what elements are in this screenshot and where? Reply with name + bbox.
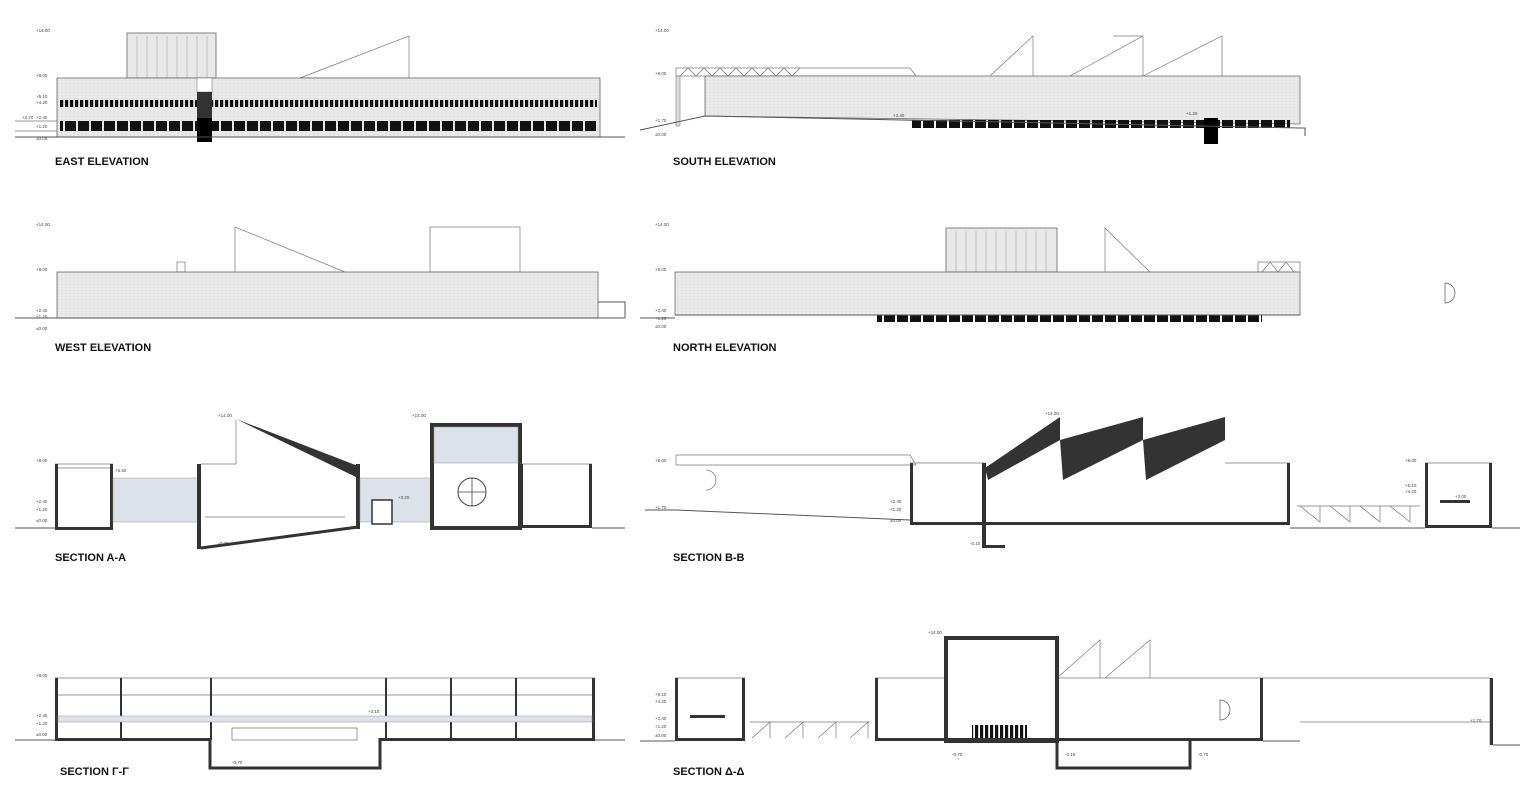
level-label: +8.00 (655, 267, 667, 272)
level-label: +14.00 (36, 28, 50, 33)
level-label: ±0.00 (36, 326, 48, 331)
north-elevation: +14.00 +8.00 +2.40 +1.20 ±0.00 NORTH ELE… (640, 222, 1456, 354)
panel-title: SOUTH ELEVATION (673, 156, 776, 168)
level-label: +14.00 (655, 222, 669, 227)
level-label: +14.00 (655, 28, 669, 33)
level-label: +3.20 (398, 495, 410, 500)
level-label: +2.40 (890, 499, 902, 504)
level-label: +2.40 (36, 499, 48, 504)
level-label: +1.20 (36, 721, 48, 726)
section-a-a: +8.00 +5.50 +2.40 +1.20 ±0.00 +14.00 +14… (15, 413, 625, 564)
level-label: ±0.00 (655, 733, 667, 738)
level-label: -0.70 (232, 760, 243, 765)
level-markers: +14.00 +8.00 +5.10 +4.20 +2.70 +2.40 +1.… (22, 28, 50, 141)
level-label: +8.00 (36, 458, 48, 463)
level-label: +1.70 (655, 505, 667, 510)
level-label: +1.20 (655, 316, 667, 321)
level-label: +1.70 (655, 118, 667, 123)
level-label: +2.70 (22, 115, 34, 120)
level-label: +4.20 (36, 100, 48, 105)
level-label: +3.10 (368, 709, 380, 714)
level-label: +8.00 (36, 267, 48, 272)
level-label: -0.70 (1198, 752, 1209, 757)
level-markers: +14.00 +8.00 +2.40 +1.20 ±0.00 (36, 222, 50, 331)
level-label: +14.00 (928, 630, 942, 635)
level-label: +1.70 (1470, 718, 1482, 723)
level-label: ±0.00 (890, 518, 902, 523)
section-b-b: +8.00 +1.70 +2.40 +1.20 ±0.00 +14.00 -0.… (645, 411, 1520, 564)
level-label: +4.20 (1405, 489, 1417, 494)
level-label: +2.40 (893, 113, 905, 118)
level-markers: +14.00 +8.00 +1.70 ±0.00 +2.40 +1.20 (655, 28, 1198, 137)
level-label: +14.00 (1045, 411, 1059, 416)
panel-title: EAST ELEVATION (55, 156, 149, 168)
level-label: ±0.00 (655, 324, 667, 329)
level-markers: +5.10 +4.20 +2.40 +1.20 ±0.00 +14.00 -0.… (655, 630, 1482, 757)
south-elevation: +14.00 +8.00 +1.70 ±0.00 +2.40 +1.20 SOU… (639, 28, 1306, 168)
west-elevation: +14.00 +8.00 +2.40 +1.20 ±0.00 WEST ELEV… (15, 222, 626, 354)
level-label: +14.00 (36, 222, 50, 227)
panel-title: WEST ELEVATION (55, 342, 151, 354)
east-elevation: +14.00 +8.00 +5.10 +4.20 +2.70 +2.40 +1.… (15, 28, 625, 168)
level-label: +4.20 (655, 699, 667, 704)
level-label: ±0.00 (36, 136, 48, 141)
panel-title: NORTH ELEVATION (673, 342, 777, 354)
level-markers: +8.00 +1.70 +2.40 +1.20 ±0.00 +14.00 -0.… (655, 411, 1467, 546)
level-label: +2.40 (655, 308, 667, 313)
level-label: ±0.00 (655, 132, 667, 137)
level-label: +8.00 (1405, 458, 1417, 463)
level-markers: +8.00 +2.40 +1.20 ±0.00 +3.10 -0.70 (36, 673, 380, 765)
level-label: +14.00 (218, 413, 232, 418)
level-label: -0.70 (218, 541, 229, 546)
panel-title: SECTION Δ-Δ (673, 766, 745, 778)
level-markers: +14.00 +8.00 +2.40 +1.20 ±0.00 (655, 222, 669, 329)
panel-title: SECTION Γ-Γ (60, 766, 129, 778)
level-label: ±0.00 (36, 518, 48, 523)
section-delta-delta: +5.10 +4.20 +2.40 +1.20 ±0.00 +14.00 -0.… (640, 630, 1520, 778)
level-label: +2.40 (36, 115, 48, 120)
level-label: +3.00 (1455, 494, 1467, 499)
level-label: +1.20 (36, 507, 48, 512)
level-label: +1.20 (36, 124, 48, 129)
level-label: +2.40 (36, 308, 48, 313)
level-label: -0.70 (952, 752, 963, 757)
level-markers: +8.00 +5.50 +2.40 +1.20 ±0.00 +14.00 +14… (36, 413, 426, 546)
level-label: +1.20 (36, 314, 48, 319)
level-label: -0.10 (1065, 752, 1076, 757)
section-gamma-gamma: +8.00 +2.40 +1.20 ±0.00 +3.10 -0.70 SECT… (15, 673, 625, 778)
level-label: +14.00 (412, 413, 426, 418)
level-label: +5.10 (655, 692, 667, 697)
level-label: +2.40 (36, 713, 48, 718)
panel-title: SECTION A-A (55, 552, 126, 564)
level-label: +8.00 (655, 458, 667, 463)
level-label: +8.00 (36, 673, 48, 678)
level-label: ±0.00 (36, 732, 48, 737)
panel-title: SECTION B-B (673, 552, 745, 564)
level-label: +5.10 (1405, 483, 1417, 488)
level-label: +8.00 (655, 71, 667, 76)
level-label: +8.00 (36, 73, 48, 78)
level-label: +1.20 (890, 507, 902, 512)
level-label: +5.50 (115, 468, 127, 473)
level-label: -0.10 (970, 541, 981, 546)
level-label: +2.40 (655, 716, 667, 721)
level-label: +1.20 (1186, 111, 1198, 116)
level-label: +5.10 (36, 94, 48, 99)
level-label: +1.20 (655, 724, 667, 729)
